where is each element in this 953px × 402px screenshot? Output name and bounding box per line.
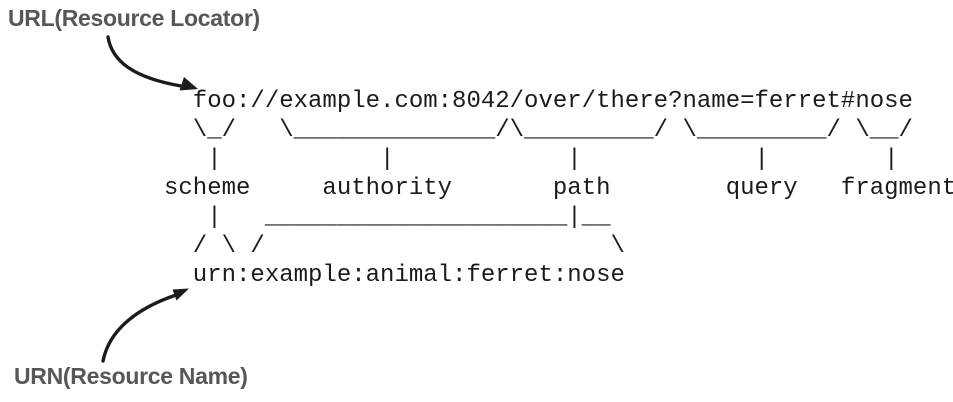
url-label: URL(Resource Locator) — [8, 5, 260, 31]
urn-arrow-curve — [101, 293, 178, 363]
urn-arrowhead-icon — [172, 288, 189, 301]
urn-label: URN(Resource Name) — [14, 363, 248, 389]
urn-arrow — [101, 288, 189, 363]
url-arrow — [106, 35, 198, 91]
url-arrow-curve — [106, 35, 183, 88]
ascii-diagram: foo://example.com:8042/over/there?name=f… — [164, 88, 953, 289]
